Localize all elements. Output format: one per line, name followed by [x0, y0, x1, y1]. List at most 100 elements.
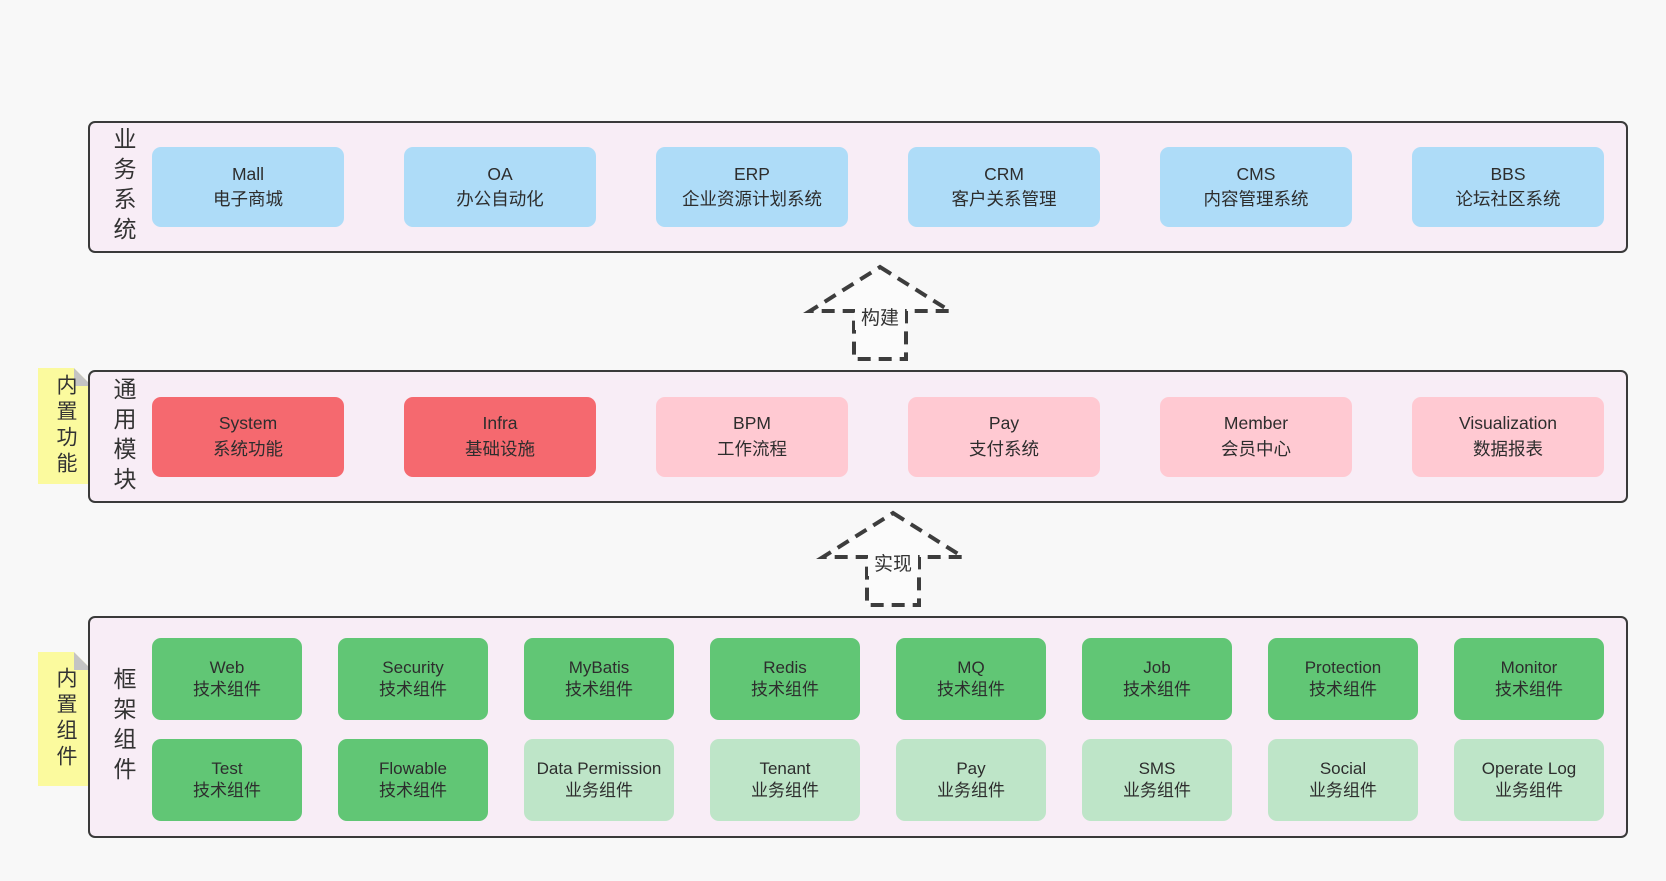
- box-title: Tenant: [759, 758, 811, 778]
- band-side-label: 框架组件: [110, 667, 136, 787]
- box-subtitle: 业务组件: [565, 781, 633, 800]
- arrow-label-bg: [855, 302, 905, 330]
- box-redis: Redis 技术组件: [710, 638, 860, 720]
- band-business-systems: 业务系统 Mall 电子商城 OA 办公自动化 ERP 企业资源计划系统 CRM…: [88, 121, 1628, 253]
- band-framework-components: 框架组件 Web 技术组件 Security 技术组件 MyBatis 技术组件…: [88, 616, 1628, 838]
- box-subtitle: 办公自动化: [456, 189, 544, 209]
- box-subtitle: 业务组件: [937, 781, 1005, 800]
- box-subtitle: 企业资源计划系统: [682, 189, 822, 209]
- box-title: MyBatis: [568, 657, 630, 677]
- box-subtitle: 业务组件: [751, 781, 819, 800]
- box-job: Job 技术组件: [1082, 638, 1232, 720]
- arrow-label-bg: [868, 548, 918, 576]
- box-subtitle: 内容管理系统: [1203, 189, 1309, 209]
- box-subtitle: 论坛社区系统: [1455, 189, 1561, 209]
- box-title: Security: [382, 657, 444, 677]
- box-crm: CRM 客户关系管理: [908, 147, 1100, 227]
- box-bbs: BBS 论坛社区系统: [1412, 147, 1604, 227]
- box-subtitle: 技术组件: [379, 680, 447, 699]
- box-title: Monitor: [1500, 657, 1558, 677]
- box-subtitle: 技术组件: [751, 680, 819, 699]
- arrow-label: 实现: [874, 553, 912, 575]
- box-mybatis: MyBatis 技术组件: [524, 638, 674, 720]
- box-title: Job: [1143, 657, 1171, 677]
- sticky-note-builtin-components: 内置组件: [38, 652, 92, 786]
- box-subtitle: 数据报表: [1473, 438, 1543, 459]
- business-boxes-row: Mall 电子商城 OA 办公自动化 ERP 企业资源计划系统 CRM 客户关系…: [152, 147, 1604, 227]
- sticky-label: 内置组件: [54, 667, 77, 771]
- box-social: Social 业务组件: [1268, 739, 1418, 821]
- box-title: ERP: [734, 163, 770, 184]
- box-subtitle: 支付系统: [969, 438, 1039, 459]
- box-data-permission: Data Permission 业务组件: [524, 739, 674, 821]
- band-side-label: 业务系统: [110, 127, 136, 247]
- box-subtitle: 系统功能: [213, 438, 283, 459]
- component-row-2: Test 技术组件 Flowable 技术组件 Data Permission …: [152, 739, 1604, 821]
- arrow-label: 构建: [861, 307, 899, 329]
- box-test: Test 技术组件: [152, 739, 302, 821]
- arrow-build: 构建: [803, 264, 957, 361]
- sticky-label: 内置功能: [54, 374, 77, 478]
- box-pay: Pay 支付系统: [908, 396, 1100, 477]
- box-sms: SMS 业务组件: [1082, 739, 1232, 821]
- box-title: OA: [487, 163, 513, 184]
- sticky-note-builtin-features: 内置功能: [38, 368, 92, 484]
- box-web: Web 技术组件: [152, 638, 302, 720]
- band-side-label: 通用模块: [110, 376, 136, 497]
- box-monitor: Monitor 技术组件: [1454, 638, 1604, 720]
- box-security: Security 技术组件: [338, 638, 488, 720]
- box-mq: MQ 技术组件: [896, 638, 1046, 720]
- box-subtitle: 技术组件: [937, 680, 1005, 699]
- box-subtitle: 技术组件: [1309, 680, 1377, 699]
- box-title: SMS: [1138, 758, 1176, 778]
- box-title: Protection: [1304, 657, 1382, 677]
- box-title: Data Permission: [536, 758, 662, 778]
- box-subtitle: 技术组件: [379, 781, 447, 800]
- box-title: Web: [209, 657, 245, 677]
- box-bpm: BPM 工作流程: [656, 396, 848, 477]
- box-infra: Infra 基础设施: [404, 396, 596, 477]
- box-title: MQ: [957, 657, 985, 677]
- box-subtitle: 技术组件: [565, 680, 633, 699]
- box-mall: Mall 电子商城: [152, 147, 344, 227]
- box-title: CMS: [1236, 163, 1276, 184]
- box-subtitle: 业务组件: [1495, 781, 1563, 800]
- box-flowable: Flowable 技术组件: [338, 739, 488, 821]
- box-tenant: Tenant 业务组件: [710, 739, 860, 821]
- box-subtitle: 电子商城: [213, 189, 283, 209]
- box-subtitle: 工作流程: [717, 438, 787, 459]
- box-pay-biz: Pay 业务组件: [896, 739, 1046, 821]
- box-oa: OA 办公自动化: [404, 147, 596, 227]
- box-subtitle: 会员中心: [1221, 438, 1291, 459]
- box-cms: CMS 内容管理系统: [1160, 147, 1352, 227]
- component-row-1: Web 技术组件 Security 技术组件 MyBatis 技术组件 Redi…: [152, 638, 1604, 720]
- box-title: Pay: [956, 758, 986, 778]
- box-visualization: Visualization 数据报表: [1412, 396, 1604, 477]
- box-title: BBS: [1490, 163, 1526, 184]
- box-title: Mall: [231, 163, 265, 184]
- box-subtitle: 技术组件: [193, 680, 261, 699]
- component-rows: Web 技术组件 Security 技术组件 MyBatis 技术组件 Redi…: [152, 638, 1604, 821]
- box-title: Visualization: [1459, 413, 1557, 434]
- box-title: Operate Log: [1481, 758, 1577, 778]
- box-title: Social: [1319, 758, 1367, 778]
- box-operate-log: Operate Log 业务组件: [1454, 739, 1604, 821]
- box-erp: ERP 企业资源计划系统: [656, 147, 848, 227]
- box-title: CRM: [984, 163, 1024, 184]
- box-subtitle: 业务组件: [1309, 781, 1377, 800]
- box-title: Member: [1223, 413, 1289, 434]
- box-member: Member 会员中心: [1160, 396, 1352, 477]
- box-title: Redis: [763, 657, 807, 677]
- box-title: Infra: [482, 413, 518, 434]
- box-title: Flowable: [378, 758, 448, 778]
- box-subtitle: 基础设施: [465, 438, 535, 459]
- box-subtitle: 技术组件: [1495, 680, 1563, 699]
- box-title: System: [218, 413, 278, 434]
- band-common-modules: 通用模块 System 系统功能 Infra 基础设施 BPM 工作流程 Pay…: [88, 370, 1628, 503]
- box-system: System 系统功能: [152, 396, 344, 477]
- box-title: Test: [211, 758, 243, 778]
- box-subtitle: 技术组件: [1123, 680, 1191, 699]
- arrow-implement: 实现: [816, 510, 970, 607]
- module-boxes-row: System 系统功能 Infra 基础设施 BPM 工作流程 Pay 支付系统…: [152, 396, 1604, 477]
- box-title: Pay: [988, 413, 1020, 434]
